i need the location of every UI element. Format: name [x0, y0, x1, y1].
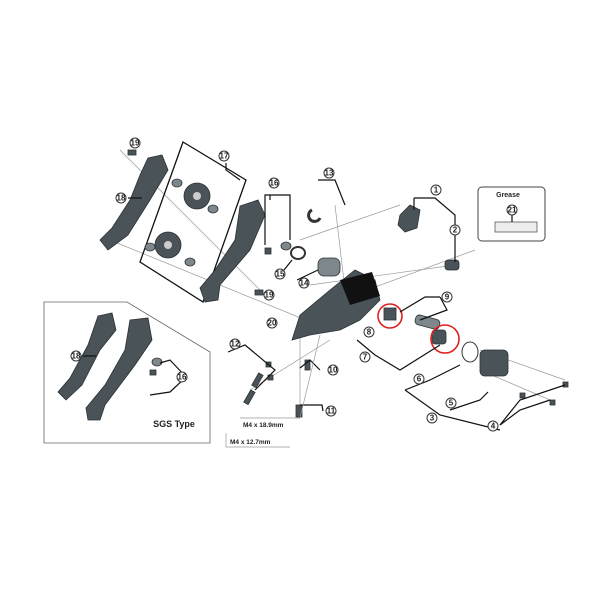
- callout-4: 4: [487, 420, 499, 432]
- callout-18-inset: 18: [70, 350, 82, 362]
- svg-text:5: 5: [449, 399, 454, 408]
- svg-text:18: 18: [117, 194, 126, 203]
- callout-10: 10: [327, 364, 339, 376]
- callout-7: 7: [359, 351, 371, 363]
- svg-text:20: 20: [268, 319, 277, 328]
- svg-text:9: 9: [445, 293, 450, 302]
- pulley-cage-part-17: [139, 141, 247, 303]
- svg-text:16: 16: [270, 179, 279, 188]
- grease-title: Grease: [496, 192, 520, 199]
- svg-text:13: 13: [325, 169, 334, 178]
- grease-box: Grease 21: [477, 186, 546, 242]
- callout-13: 13: [323, 167, 335, 179]
- callout-2: 2: [449, 224, 461, 236]
- callout-20: 20: [266, 317, 278, 329]
- svg-text:18: 18: [72, 352, 81, 361]
- highlight-circle: [430, 324, 460, 354]
- svg-text:15: 15: [276, 270, 285, 279]
- callout-3: 3: [426, 412, 438, 424]
- callout-12: 12: [229, 338, 241, 350]
- svg-text:12: 12: [231, 340, 240, 349]
- callout-16-inset: 16: [176, 371, 188, 383]
- derailleur-body: [291, 269, 381, 341]
- svg-text:19: 19: [265, 291, 274, 300]
- bolt-label-short: M4 x 12.7mm: [230, 439, 271, 446]
- svg-text:10: 10: [329, 366, 338, 375]
- svg-text:4: 4: [491, 422, 496, 431]
- callout-17: 17: [218, 150, 230, 162]
- callout-11: 11: [325, 405, 337, 417]
- svg-text:14: 14: [300, 279, 309, 288]
- svg-text:8: 8: [367, 328, 372, 337]
- grease-tube-icon: [494, 221, 538, 233]
- callouts: 19 18 17 16 13 15 14 19 20 1 2 9 8 7 6 5…: [70, 137, 499, 432]
- callout-15: 15: [274, 268, 286, 280]
- svg-text:3: 3: [430, 414, 435, 423]
- svg-text:7: 7: [363, 353, 368, 362]
- motor-parts-7-8-9: [377, 303, 460, 354]
- svg-text:16: 16: [178, 373, 187, 382]
- inner-plate: [199, 199, 266, 303]
- bolt-label-long: M4 x 18.9mm: [243, 422, 284, 429]
- small-parts-16-13-15-14: [127, 149, 341, 296]
- callout-8: 8: [363, 326, 375, 338]
- svg-text:6: 6: [417, 375, 422, 384]
- callout-19b: 19: [263, 289, 275, 301]
- battery-part-3: [461, 341, 569, 406]
- callout-19: 19: [129, 137, 141, 149]
- callout-9: 9: [441, 291, 453, 303]
- outer-plate-part-18: [99, 154, 169, 251]
- callout-5: 5: [445, 397, 457, 409]
- svg-text:1: 1: [434, 186, 439, 195]
- svg-text:17: 17: [220, 152, 229, 161]
- bracket-part-1: [397, 204, 460, 271]
- svg-text:2: 2: [453, 226, 458, 235]
- callout-6: 6: [413, 373, 425, 385]
- callout-14: 14: [298, 277, 310, 289]
- inset-title: SGS Type: [153, 419, 195, 429]
- callout-16: 16: [268, 177, 280, 189]
- leader-lines: [83, 163, 566, 448]
- callout-18: 18: [115, 192, 127, 204]
- svg-text:11: 11: [327, 407, 336, 416]
- callout-21: 21: [508, 206, 517, 215]
- svg-text:19: 19: [131, 139, 140, 148]
- callout-1: 1: [430, 184, 442, 196]
- highlight-circle: [377, 303, 403, 329]
